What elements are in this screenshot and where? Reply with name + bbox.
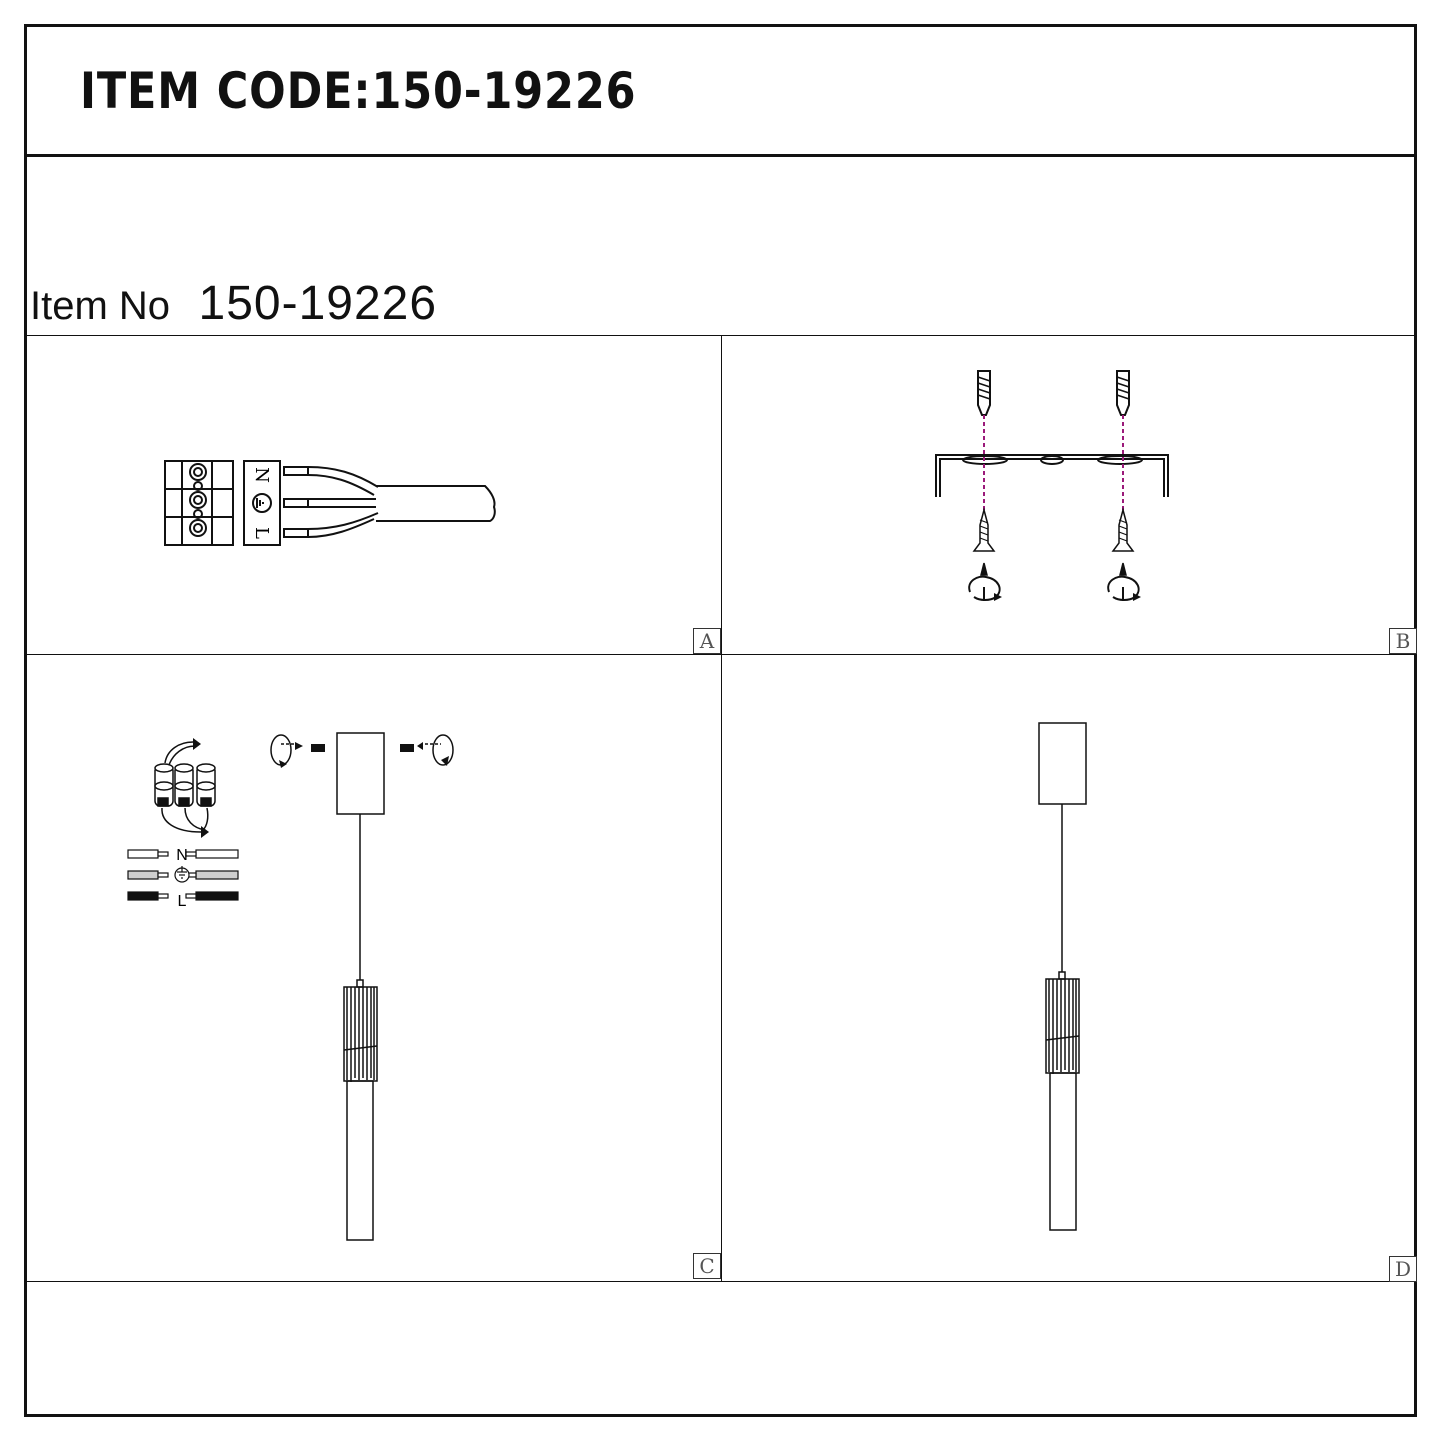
item-number: Item No 150-19226: [30, 276, 437, 331]
item-no-value: 150-19226: [198, 277, 438, 330]
wire-label-l: L: [178, 893, 187, 910]
item-no-label: Item No: [30, 284, 171, 328]
wire-label-n: N: [176, 847, 188, 864]
panel-letter-b: B: [1389, 628, 1417, 654]
terminal-block-diagram: N L: [164, 460, 496, 546]
divider-itemno: [24, 335, 1417, 336]
item-code-title: ITEM CODE:150-19226: [80, 62, 637, 120]
terminal-label-l: L: [251, 527, 272, 539]
assembled-pendant-diagram: [1038, 722, 1087, 1231]
panel-letter-c: C: [693, 1253, 721, 1279]
panel-letter-d: D: [1389, 1256, 1417, 1282]
divider-vertical: [721, 335, 722, 1282]
wire-connection-legend: N L: [127, 738, 239, 910]
panel-letter-a: A: [693, 628, 721, 654]
document-frame: [24, 24, 1417, 1417]
divider-bottom: [24, 1281, 1417, 1282]
mounting-bracket-diagram: [935, 370, 1169, 601]
divider-header: [24, 154, 1417, 157]
terminal-label-n: N: [251, 467, 272, 483]
divider-middle: [24, 654, 1417, 655]
canopy-fixing-diagram: [270, 732, 454, 1241]
